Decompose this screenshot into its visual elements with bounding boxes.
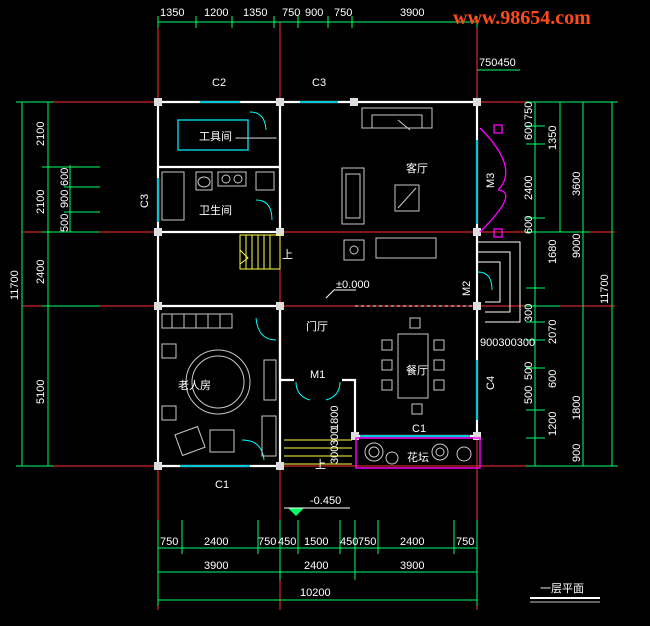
left-dimension-labels: 2100 2100 2400 5100 11700 900 600 500 xyxy=(9,122,71,404)
dim-bot-row2-3: 3900 xyxy=(400,560,424,572)
drawing-title: 一层平面 xyxy=(540,582,584,595)
dim-left-inner-3: 500 xyxy=(59,214,71,232)
dim-right-1: 600 xyxy=(523,122,535,140)
dim-left-1: 2100 xyxy=(35,122,47,146)
dim-left-4: 5100 xyxy=(35,380,47,404)
dim-left-inner-1: 900 xyxy=(59,190,71,208)
dim-right-total: 11700 xyxy=(599,274,611,304)
dim-bot-row2-2: 2400 xyxy=(304,560,328,572)
room-tool: 工具间 xyxy=(199,130,232,143)
dim-right-mid: 3600 xyxy=(571,172,583,196)
dim-top-right: 750450 xyxy=(479,57,516,69)
title-underline xyxy=(530,597,600,603)
dim-right-6: 1680 xyxy=(547,240,559,264)
dim-bot-3: 750 xyxy=(258,536,276,548)
tag-c1-bottom: C1 xyxy=(215,479,229,491)
dim-top-7: 3900 xyxy=(400,7,424,19)
dim-stair-300b: 300 xyxy=(329,428,341,446)
dim-right-10: 600 xyxy=(547,370,559,388)
elevation-floor: ±0.000 xyxy=(336,279,370,291)
dim-bot-4: 450 xyxy=(278,536,296,548)
dim-right-8: 300 xyxy=(523,304,535,322)
watermark: www.98654.com xyxy=(453,7,591,29)
elevation-markers xyxy=(284,289,356,516)
dim-right-900300300: 900300300 xyxy=(480,337,535,349)
top-dimension-labels: 1350 1200 1350 750 900 750 3900 750450 xyxy=(160,7,516,69)
tag-c4: C4 xyxy=(485,376,497,390)
dim-bot-8: 2400 xyxy=(400,536,424,548)
room-bathroom: 卫生间 xyxy=(199,203,232,217)
tag-c1-mid: C1 xyxy=(412,423,426,435)
room-elder: 老人房 xyxy=(178,379,211,392)
dim-bot-5: 1500 xyxy=(304,536,328,548)
dim-right-9: 500 xyxy=(523,362,535,380)
dim-top-3: 1350 xyxy=(243,7,267,19)
m3-double-door xyxy=(479,124,507,238)
dim-right-4: 2400 xyxy=(523,176,535,200)
room-planter: 花坛 xyxy=(407,451,429,464)
dim-bot-6: 450 xyxy=(340,536,358,548)
dim-right-2: 750 xyxy=(523,102,535,120)
m2-entry-steps xyxy=(477,241,521,323)
tag-c3-left: C3 xyxy=(139,194,151,208)
dim-right-13: 1800 xyxy=(571,396,583,420)
right-dimension-labels: 600 750 1350 2400 600 1680 2070 300 500 … xyxy=(480,102,611,462)
tag-m3: M3 xyxy=(485,173,497,188)
dim-stair-1800: 1800 xyxy=(329,406,341,430)
dim-bot-2: 2400 xyxy=(204,536,228,548)
bottom-dimension-labels: 750 2400 750 450 1500 450 750 2400 750 3… xyxy=(160,536,474,599)
door-swings xyxy=(241,111,341,461)
dim-bot-row2-1: 3900 xyxy=(204,560,228,572)
dim-right-7: 2070 xyxy=(547,320,559,344)
columns xyxy=(154,98,481,470)
dim-right-5: 600 xyxy=(523,216,535,234)
dimension-lines xyxy=(16,16,618,606)
dim-left-3: 2400 xyxy=(35,260,47,284)
elevation-exterior: -0.450 xyxy=(310,495,341,507)
entry-steps xyxy=(284,439,352,465)
dim-top-5: 900 xyxy=(305,7,323,19)
room-dining: 餐厅 xyxy=(406,363,428,377)
dim-stair-300: 300 xyxy=(329,446,341,464)
dim-left-inner-2: 600 xyxy=(59,168,71,186)
tag-c3-top: C3 xyxy=(312,77,326,89)
stair-dimension-labels: 1800 300 300 xyxy=(329,406,341,464)
dim-right-outer: 9000 xyxy=(571,234,583,258)
room-labels: 工具间 卫生间 客厅 门厅 餐厅 老人房 花坛 上 上 xyxy=(178,130,429,471)
stair xyxy=(239,234,281,270)
dim-top-4: 750 xyxy=(282,7,300,19)
tag-c2: C2 xyxy=(212,77,226,89)
step-up: 上 xyxy=(315,458,326,471)
dim-bot-1: 750 xyxy=(160,536,178,548)
dim-top-2: 1200 xyxy=(204,7,228,19)
dim-right-14: 900 xyxy=(571,444,583,462)
dim-right-11: 500 xyxy=(523,386,535,404)
dim-left-total: 11700 xyxy=(9,270,21,300)
planter xyxy=(355,437,481,469)
dim-right-3: 1350 xyxy=(547,126,559,150)
tag-m2: M2 xyxy=(461,281,473,296)
dim-top-6: 750 xyxy=(334,7,352,19)
furniture xyxy=(161,107,445,457)
dim-top-1: 1350 xyxy=(160,7,184,19)
opening-tags: C2 C3 C3 M3 M2 M1 C4 C1 C1 xyxy=(139,77,497,491)
dim-bot-total: 10200 xyxy=(300,587,331,599)
dim-left-2: 2100 xyxy=(35,190,47,214)
windows xyxy=(157,101,478,467)
room-living: 客厅 xyxy=(406,161,428,175)
tag-m1: M1 xyxy=(310,369,325,381)
dim-bot-7: 750 xyxy=(358,536,376,548)
dim-bot-9: 750 xyxy=(456,536,474,548)
room-foyer: 门厅 xyxy=(306,319,328,333)
dim-right-12: 1200 xyxy=(547,412,559,436)
stair-up: 上 xyxy=(282,248,293,261)
